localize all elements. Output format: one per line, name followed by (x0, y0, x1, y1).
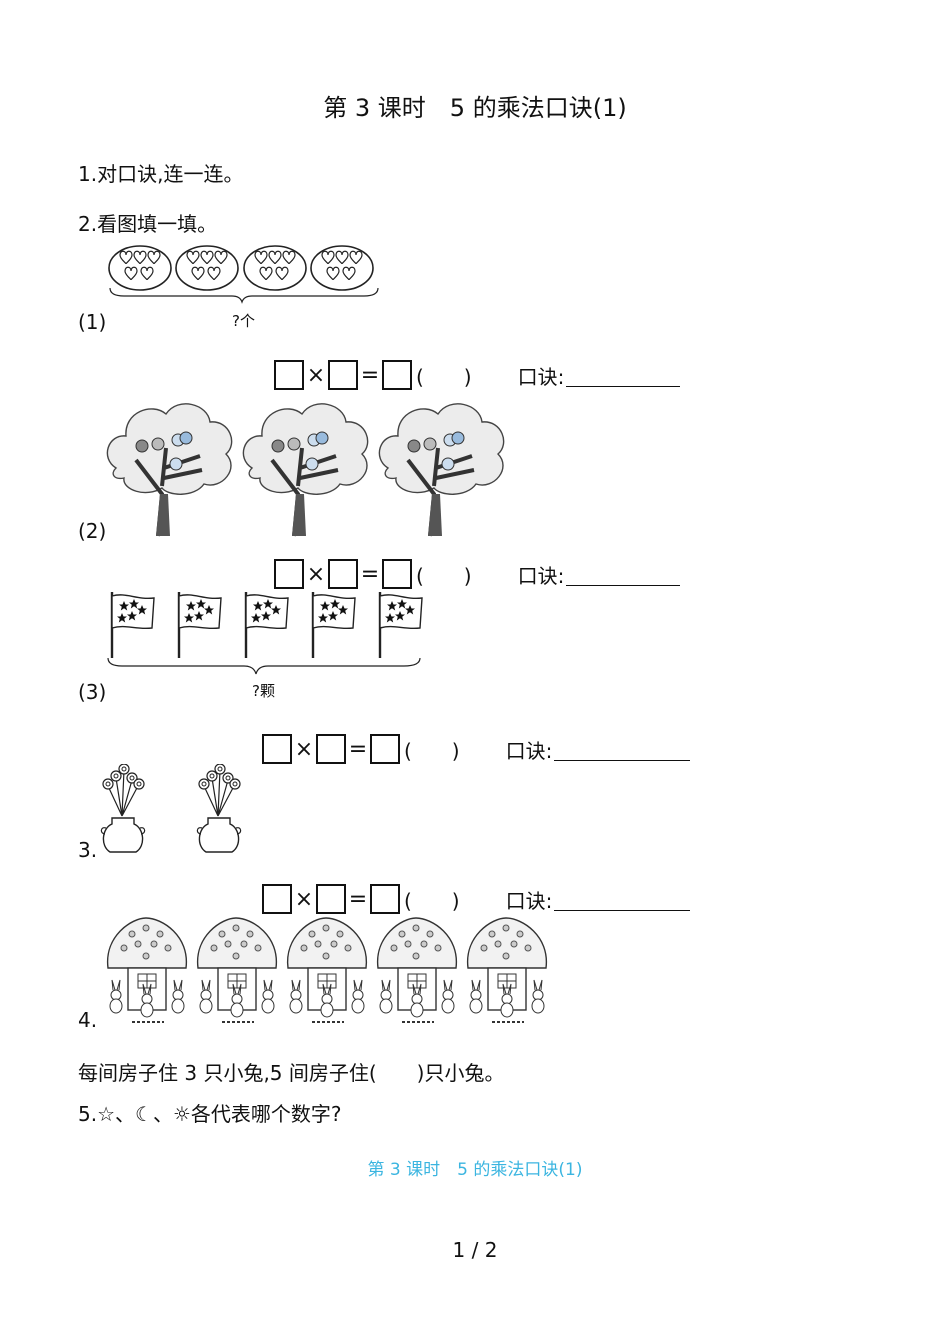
koujue-label: 口诀: (517, 563, 565, 588)
answer-box[interactable] (274, 559, 304, 589)
part-2-label: (2) (78, 519, 107, 543)
answer-box[interactable] (262, 734, 292, 764)
star-icon: ☆ (97, 1102, 116, 1126)
unit-blank[interactable]: ( ) (416, 364, 472, 389)
koujue-blank[interactable] (566, 364, 681, 387)
answer-box[interactable] (370, 884, 400, 914)
part-1-label: (1) (78, 310, 107, 334)
question-1: 1.对口诀,连一连。 (78, 162, 244, 186)
koujue-blank[interactable] (554, 738, 691, 761)
question-4-label: 4. (78, 1008, 98, 1032)
koujue-label: 口诀: (505, 738, 553, 763)
sun-icon: ☼ (172, 1102, 191, 1126)
koujue-blank[interactable] (566, 563, 681, 586)
moon-icon: ☾ (135, 1102, 153, 1126)
answer-box[interactable] (382, 559, 412, 589)
page-number: 1 / 2 (452, 1238, 498, 1262)
answer-box[interactable] (328, 559, 358, 589)
koujue-label: 口诀: (505, 888, 553, 913)
unit-blank[interactable]: ( ) (404, 738, 460, 763)
answer-box[interactable] (328, 360, 358, 390)
question-2: 2.看图填一填。 (78, 212, 218, 236)
part-3-brace-label: ?颗 (252, 682, 275, 700)
answer-box[interactable] (262, 884, 292, 914)
equation-row-1: × = ( ) 口诀: (274, 358, 681, 392)
answer-box[interactable] (370, 734, 400, 764)
answer-box[interactable] (274, 360, 304, 390)
equation-row-3: × = ( ) 口诀: (262, 732, 691, 766)
unit-blank[interactable]: ( ) (416, 563, 472, 588)
question-3-label: 3. (78, 838, 98, 862)
answer-box[interactable] (382, 360, 412, 390)
equation-row-2: × = ( ) 口诀: (274, 557, 681, 591)
answer-box[interactable] (316, 884, 346, 914)
answer-box[interactable] (316, 734, 346, 764)
trees-with-birds-image (106, 401, 506, 538)
unit-blank[interactable]: ( ) (404, 888, 460, 913)
part-3-label: (3) (78, 680, 107, 704)
part-1-brace-label: ?个 (232, 312, 255, 330)
equation-row-4: × = ( ) 口诀: (262, 882, 691, 916)
mushroom-houses-with-rabbits-image (100, 916, 552, 1030)
hearts-groups-image (104, 242, 379, 304)
koujue-blank[interactable] (554, 888, 691, 911)
flags-with-stars-image (107, 590, 428, 675)
footer-title: 第 3 课时 5 的乘法口诀(1) (367, 1160, 583, 1180)
koujue-label: 口诀: (517, 364, 565, 389)
page-title: 第 3 课时 5 的乘法口诀(1) (323, 94, 627, 122)
question-4-text: 每间房子住 3 只小兔,5 间房子住( )只小兔。 (78, 1061, 505, 1085)
question-5: 5.☆、☾、☼各代表哪个数字? (78, 1102, 342, 1126)
vases-with-flowers-image (94, 764, 254, 858)
